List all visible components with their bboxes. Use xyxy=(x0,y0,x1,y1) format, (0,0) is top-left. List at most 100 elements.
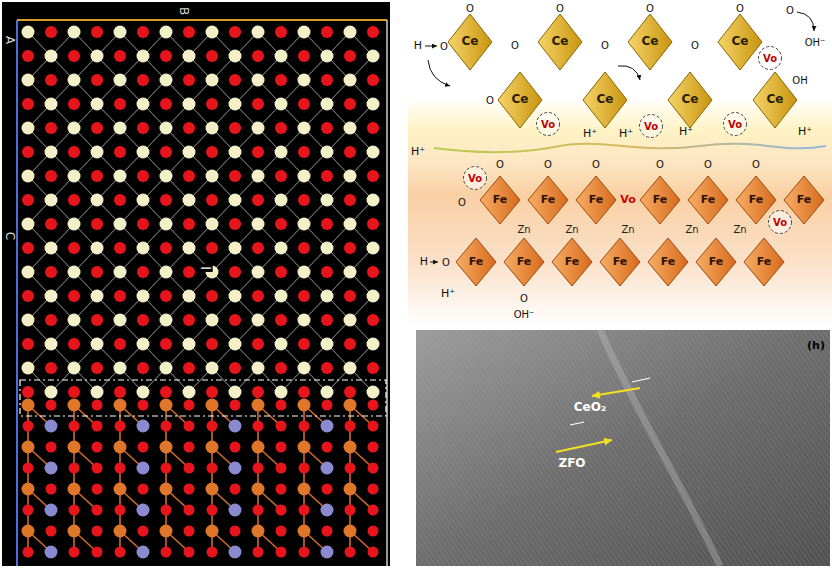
octahedron-shape xyxy=(480,176,520,224)
atom xyxy=(114,338,126,350)
hydroxyl-label: OH⁻ xyxy=(514,309,535,320)
lattice-fringes xyxy=(416,330,830,566)
atom xyxy=(91,98,104,111)
atom xyxy=(275,26,287,38)
octahedron-shape xyxy=(504,238,544,286)
atom xyxy=(114,441,127,454)
atom xyxy=(206,525,219,538)
atom xyxy=(344,146,356,158)
ce-octahedron: Ce xyxy=(498,72,542,128)
atom xyxy=(45,290,58,303)
fe-octahedron: Fe xyxy=(600,238,640,286)
atom xyxy=(229,122,241,134)
atom xyxy=(115,505,126,516)
atom xyxy=(22,441,35,454)
atom-label: Ce xyxy=(552,35,569,48)
atom xyxy=(368,442,379,453)
atom xyxy=(344,525,357,538)
octahedron-shape xyxy=(498,72,542,128)
atom xyxy=(68,441,81,454)
atom-label: Fe xyxy=(749,194,764,206)
atom xyxy=(45,546,58,559)
atom xyxy=(114,290,126,302)
atom xyxy=(137,26,149,38)
atom xyxy=(115,463,126,474)
atom xyxy=(276,526,287,537)
atom xyxy=(22,338,34,350)
atom xyxy=(114,386,126,398)
octahedron-shape xyxy=(640,176,680,224)
atom xyxy=(91,74,103,86)
atom xyxy=(229,290,242,303)
atom xyxy=(206,338,218,350)
atom xyxy=(344,362,357,375)
atom xyxy=(68,399,81,412)
spacing-mark xyxy=(632,378,650,382)
atom xyxy=(368,547,379,558)
tem-image xyxy=(416,330,830,566)
atom xyxy=(298,399,311,412)
octahedron-shape xyxy=(744,238,784,286)
oxygen-label: O xyxy=(656,159,664,170)
vacancy-ring xyxy=(769,211,792,234)
atom xyxy=(22,242,34,254)
atom xyxy=(368,484,379,495)
atom xyxy=(206,290,218,302)
atom xyxy=(183,290,196,303)
atom xyxy=(91,314,103,326)
atom xyxy=(252,170,265,183)
atom xyxy=(114,74,127,87)
atom xyxy=(46,400,57,411)
atom xyxy=(298,242,310,254)
atom xyxy=(160,483,173,496)
atom xyxy=(183,98,196,111)
atom xyxy=(183,386,196,399)
bond-arrow xyxy=(797,12,814,31)
vacancy-circle: Vo xyxy=(768,210,792,234)
atom xyxy=(161,463,172,474)
atom xyxy=(160,122,173,135)
atom xyxy=(275,218,287,230)
atom xyxy=(298,314,311,327)
atom xyxy=(275,50,288,63)
atom xyxy=(114,98,126,110)
atom xyxy=(367,242,380,255)
atom xyxy=(344,242,356,254)
atom xyxy=(22,146,34,158)
atom xyxy=(345,421,356,432)
atom xyxy=(46,442,57,453)
atom xyxy=(69,505,80,516)
atom xyxy=(230,400,241,411)
atom xyxy=(45,314,57,326)
oxygen-label: O xyxy=(544,159,552,170)
atom xyxy=(298,441,311,454)
atom xyxy=(184,547,195,558)
oxygen-label: O xyxy=(646,3,654,14)
atom xyxy=(230,442,241,453)
fe-octahedron: Fe xyxy=(504,238,544,286)
atom xyxy=(91,338,104,351)
bond-arrow xyxy=(618,66,640,80)
atom xyxy=(276,484,287,495)
atom xyxy=(92,400,103,411)
fe-octahedron: Fe xyxy=(528,176,568,224)
atom xyxy=(252,362,265,375)
atom xyxy=(344,314,357,327)
atom xyxy=(252,242,264,254)
atom xyxy=(275,386,288,399)
atom xyxy=(252,50,264,62)
fe-octahedron: Fe xyxy=(688,176,728,224)
atom xyxy=(183,266,195,278)
atom xyxy=(253,547,264,558)
atom-label: Fe xyxy=(541,194,556,206)
atom xyxy=(206,50,218,62)
atom xyxy=(160,74,173,87)
atom xyxy=(322,400,333,411)
atom xyxy=(184,463,195,474)
atom xyxy=(183,194,196,207)
atom xyxy=(345,505,356,516)
atom xyxy=(92,526,103,537)
atom xyxy=(252,338,264,350)
atom xyxy=(368,526,379,537)
